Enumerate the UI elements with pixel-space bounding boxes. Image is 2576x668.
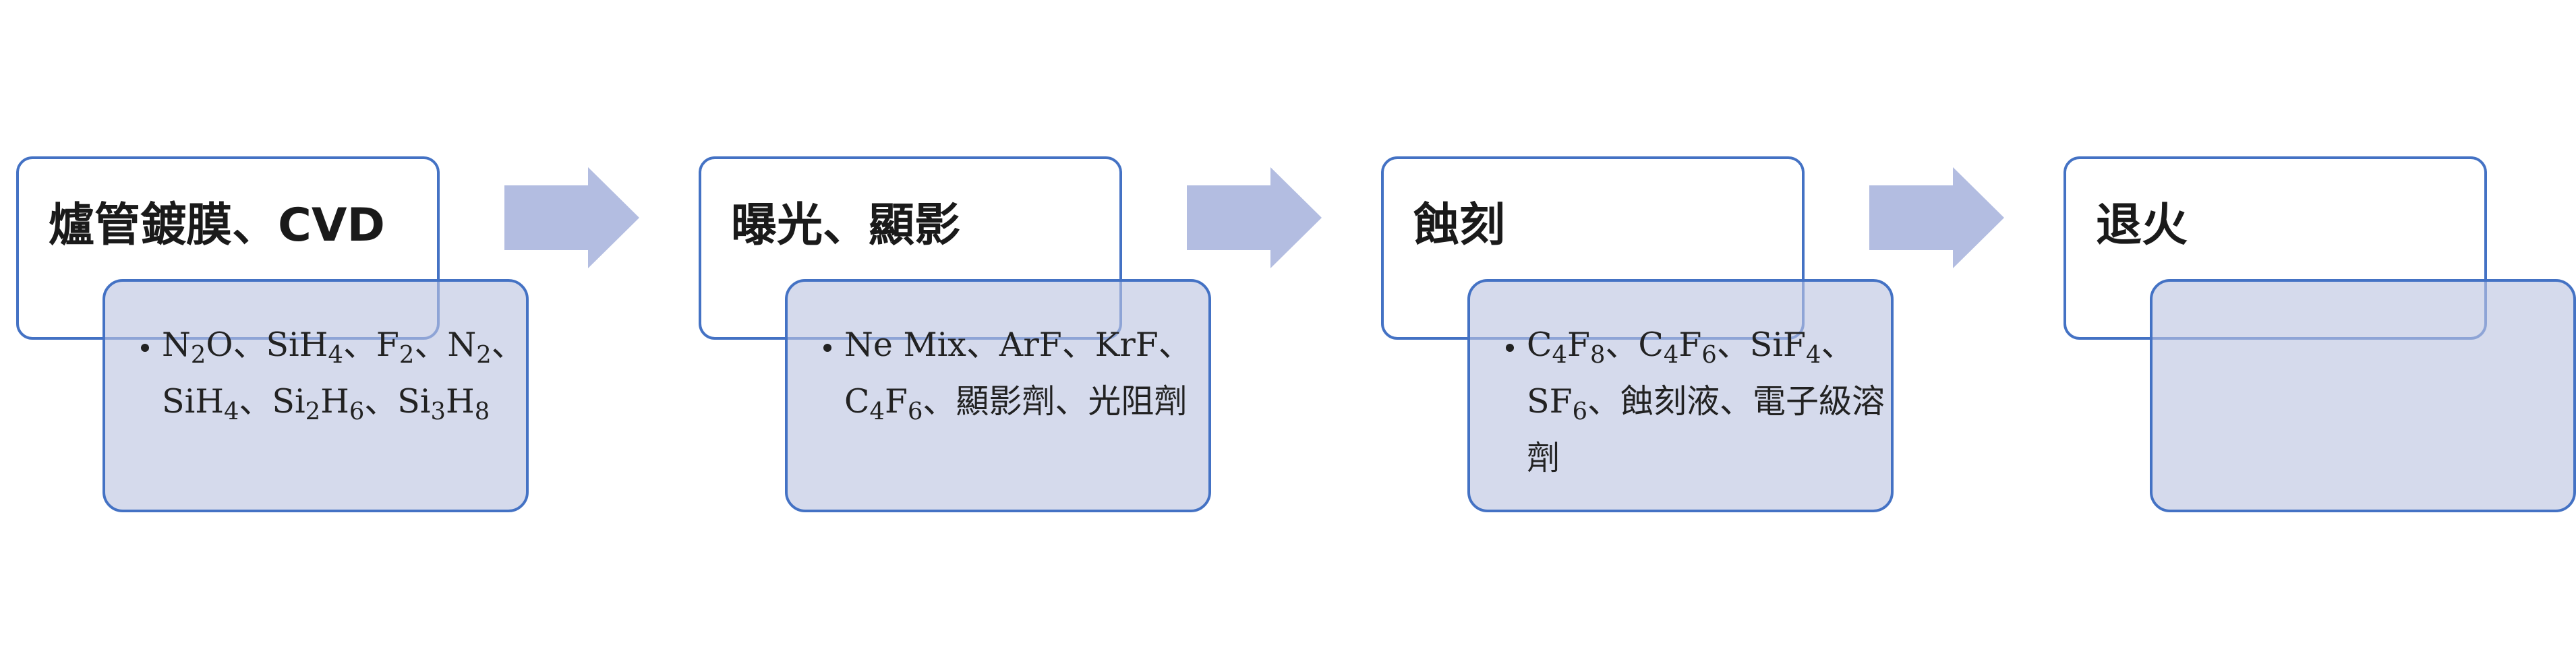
step-annealing: 退火 <box>2047 0 2576 668</box>
step-exposure-develop: 曝光、顯影 Ne Mix、ArF、KrF、C4F6、顯影劑、光阻劑 <box>682 0 1211 668</box>
step-detail-list: C4F8、C4F6、SiF4、SF6、蝕刻液、電子級溶劑 <box>1470 282 1891 487</box>
step-detail-item: Ne Mix、ArF、KrF、C4F6、顯影劑、光阻劑 <box>844 317 1208 430</box>
step-title: 蝕刻 <box>1413 199 1506 252</box>
step-detail-box: C4F8、C4F6、SiF4、SF6、蝕刻液、電子級溶劑 <box>1467 279 1894 512</box>
step-detail-box: Ne Mix、ArF、KrF、C4F6、顯影劑、光阻劑 <box>785 279 1211 512</box>
right-arrow-icon <box>1187 167 1322 268</box>
step-furnace-cvd: 爐管鍍膜、CVD N2O、SiH4、F2、N2、SiH4、Si2H6、Si3H8 <box>0 0 529 668</box>
step-title: 退火 <box>2096 199 2188 252</box>
right-arrow-icon <box>1869 167 2004 268</box>
step-detail-box <box>2150 279 2576 512</box>
step-detail-box: N2O、SiH4、F2、N2、SiH4、Si2H6、Si3H8 <box>103 279 529 512</box>
step-detail-list: N2O、SiH4、F2、N2、SiH4、Si2H6、Si3H8 <box>105 282 526 430</box>
step-detail-list: Ne Mix、ArF、KrF、C4F6、顯影劑、光阻劑 <box>788 282 1208 430</box>
right-arrow-icon <box>504 167 639 268</box>
step-title: 爐管鍍膜、CVD <box>49 199 385 252</box>
step-detail-item: C4F8、C4F6、SiF4、SF6、蝕刻液、電子級溶劑 <box>1527 317 1891 487</box>
step-etching: 蝕刻 C4F8、C4F6、SiF4、SF6、蝕刻液、電子級溶劑 <box>1365 0 1894 668</box>
step-title: 曝光、顯影 <box>731 199 961 252</box>
step-detail-item: N2O、SiH4、F2、N2、SiH4、Si2H6、Si3H8 <box>162 317 526 430</box>
